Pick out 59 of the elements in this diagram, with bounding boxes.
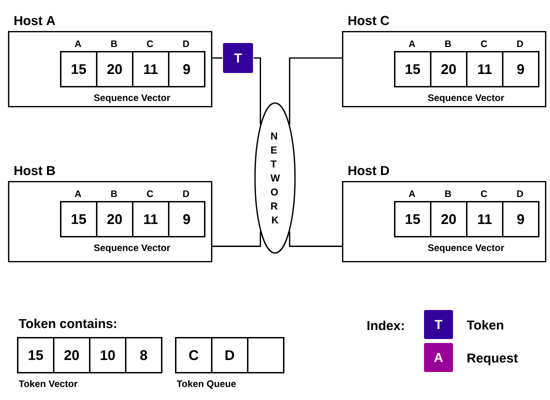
- column-letter: C: [480, 190, 488, 198]
- vector-cell: 10: [89, 337, 126, 374]
- vector-caption: Sequence Vector: [94, 94, 170, 103]
- vector-cell: 11: [466, 51, 504, 88]
- vector-cell: 15: [60, 201, 98, 238]
- connector-line: [288, 232, 342, 247]
- vector-cell: 8: [125, 337, 162, 374]
- vector-cell: 11: [466, 201, 504, 238]
- vector-caption: Token Vector: [18, 380, 78, 388]
- column-letter: D: [183, 40, 190, 47]
- column-letter: A: [408, 190, 416, 197]
- vector-cell: 15: [60, 51, 98, 88]
- vector-cell: 20: [96, 51, 134, 88]
- vector-cell: 9: [502, 51, 540, 88]
- column-letter: B: [111, 190, 117, 197]
- vector-cell: 20: [53, 337, 90, 374]
- vector-caption: Sequence Vector: [94, 244, 170, 253]
- column-letter: A: [74, 40, 82, 47]
- connector-line: [288, 57, 342, 124]
- connector-line: [212, 232, 262, 247]
- host-title: Host D: [348, 166, 389, 176]
- vector-cell: 20: [430, 201, 468, 238]
- legend-label: Request: [468, 354, 518, 366]
- column-letter: B: [111, 40, 117, 47]
- vector-caption: Sequence Vector: [428, 244, 504, 253]
- vector-cell: 11: [132, 201, 170, 238]
- vector-cell: 20: [430, 51, 468, 88]
- column-letter: C: [480, 40, 488, 48]
- token-square: T: [223, 43, 253, 73]
- column-letter: D: [183, 190, 190, 197]
- heading: Token contains:: [18, 318, 116, 328]
- vector-cell: D: [211, 337, 248, 374]
- vector-cell: 9: [168, 201, 206, 238]
- column-letter: A: [408, 40, 416, 47]
- vector-cell: 9: [502, 201, 540, 238]
- column-letter: C: [146, 40, 154, 48]
- vector-cell: 11: [132, 51, 170, 88]
- host-title: Host A: [14, 16, 56, 26]
- vector-cell: 20: [96, 201, 134, 238]
- index-label: Index:: [368, 320, 404, 330]
- vector-cell: 15: [394, 51, 432, 88]
- column-letter: D: [517, 190, 524, 197]
- connector-line: [254, 57, 262, 124]
- vector-caption: Token Queue: [176, 380, 236, 389]
- column-letter: C: [146, 190, 154, 198]
- vector-cell: 15: [17, 337, 54, 374]
- column-letter: D: [517, 40, 524, 47]
- column-letter: A: [74, 190, 82, 197]
- vector-cell: 15: [394, 201, 432, 238]
- legend-label: Token: [466, 320, 504, 330]
- connector-line: [212, 57, 222, 59]
- vector-cell: C: [175, 337, 212, 374]
- empty-cell: [247, 337, 284, 374]
- host-title: Host C: [348, 16, 390, 26]
- vector-caption: Sequence Vector: [428, 94, 504, 103]
- vector-cell: 9: [168, 51, 206, 88]
- column-letter: B: [445, 190, 451, 197]
- host-title: Host B: [14, 166, 55, 176]
- column-letter: B: [445, 40, 451, 47]
